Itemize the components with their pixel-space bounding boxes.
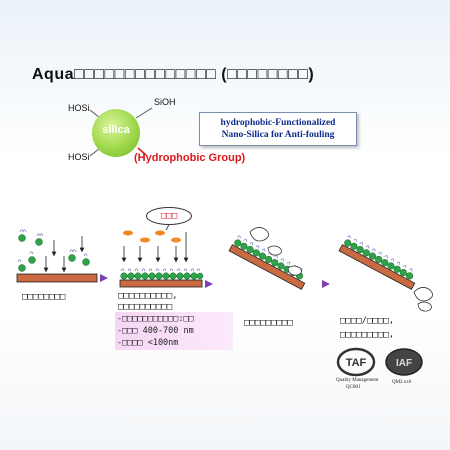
scene-1-dispersion bbox=[16, 229, 108, 283]
specs-line2: -□□□ 400-700 nm bbox=[117, 326, 194, 336]
fallen-blobs bbox=[413, 287, 433, 312]
step-arrow-2 bbox=[205, 280, 213, 288]
particle bbox=[18, 264, 26, 272]
info-box-line1: hydrophobic-Functionalized bbox=[220, 118, 336, 128]
taf-caption-line2: QC801 bbox=[346, 385, 361, 390]
specs-line3: -□□□□ <100nm bbox=[117, 338, 179, 348]
hosi-label-top: HOSi bbox=[68, 103, 90, 113]
speech-bubble: □□□ bbox=[146, 207, 192, 225]
substrate-1 bbox=[16, 273, 98, 283]
svg-text:TAF: TAF bbox=[346, 357, 367, 369]
substrate-2 bbox=[119, 279, 203, 288]
particle bbox=[18, 234, 26, 242]
specs-box bbox=[115, 312, 233, 350]
scene-3-repel bbox=[228, 235, 306, 290]
silica-label: silica bbox=[102, 124, 130, 136]
certification-logos: TAF IAF bbox=[336, 347, 423, 377]
sioh-label: SiOH bbox=[154, 97, 176, 107]
silica-particle bbox=[92, 109, 140, 157]
iaf-caption: QM2.xx6 bbox=[392, 380, 412, 385]
step-arrow-1 bbox=[100, 274, 108, 282]
scene-2-coating bbox=[119, 222, 213, 288]
substrate-4 bbox=[338, 244, 416, 290]
scene-4-clean bbox=[338, 235, 416, 290]
taf-logo bbox=[336, 347, 376, 377]
step1-caption: □□□□□□□□ bbox=[22, 292, 66, 302]
step2-caption-line1: □□□□□□□□□□, bbox=[118, 291, 178, 301]
iaf-logo bbox=[385, 348, 423, 376]
step4-caption-line1: □□□□/□□□□, bbox=[340, 316, 395, 326]
step3-caption: □□□□□□□□□ bbox=[244, 318, 293, 328]
particle bbox=[28, 256, 36, 264]
particle bbox=[68, 254, 76, 262]
hosi-label-bottom: HOSi bbox=[68, 152, 90, 162]
specs-line1: -□□□□□□□□□□□:□□ bbox=[117, 314, 194, 324]
fouling-blobs bbox=[249, 227, 302, 276]
info-box-line2: Nano-Silica for Anti-fouling bbox=[221, 130, 335, 140]
particle bbox=[35, 238, 43, 246]
step-arrow-3 bbox=[322, 280, 330, 288]
info-box: hydrophobic-Functionalized Nano-Silica f… bbox=[199, 112, 357, 146]
taf-caption-line1: Quality Management bbox=[336, 378, 379, 383]
particle bbox=[82, 258, 90, 266]
svg-text:IAF: IAF bbox=[396, 358, 412, 369]
slide-title: Aqua□□□□□□□□□□□□□□ (□□□□□□□□) bbox=[32, 66, 315, 83]
hydrophobic-group-label: (Hydrophobic Group) bbox=[134, 152, 246, 164]
step2-caption-line2: □□□□□□□□□□ bbox=[118, 302, 173, 312]
step4-caption-line2: □□□□□□□□□, bbox=[340, 330, 395, 340]
substrate-3 bbox=[228, 244, 306, 290]
